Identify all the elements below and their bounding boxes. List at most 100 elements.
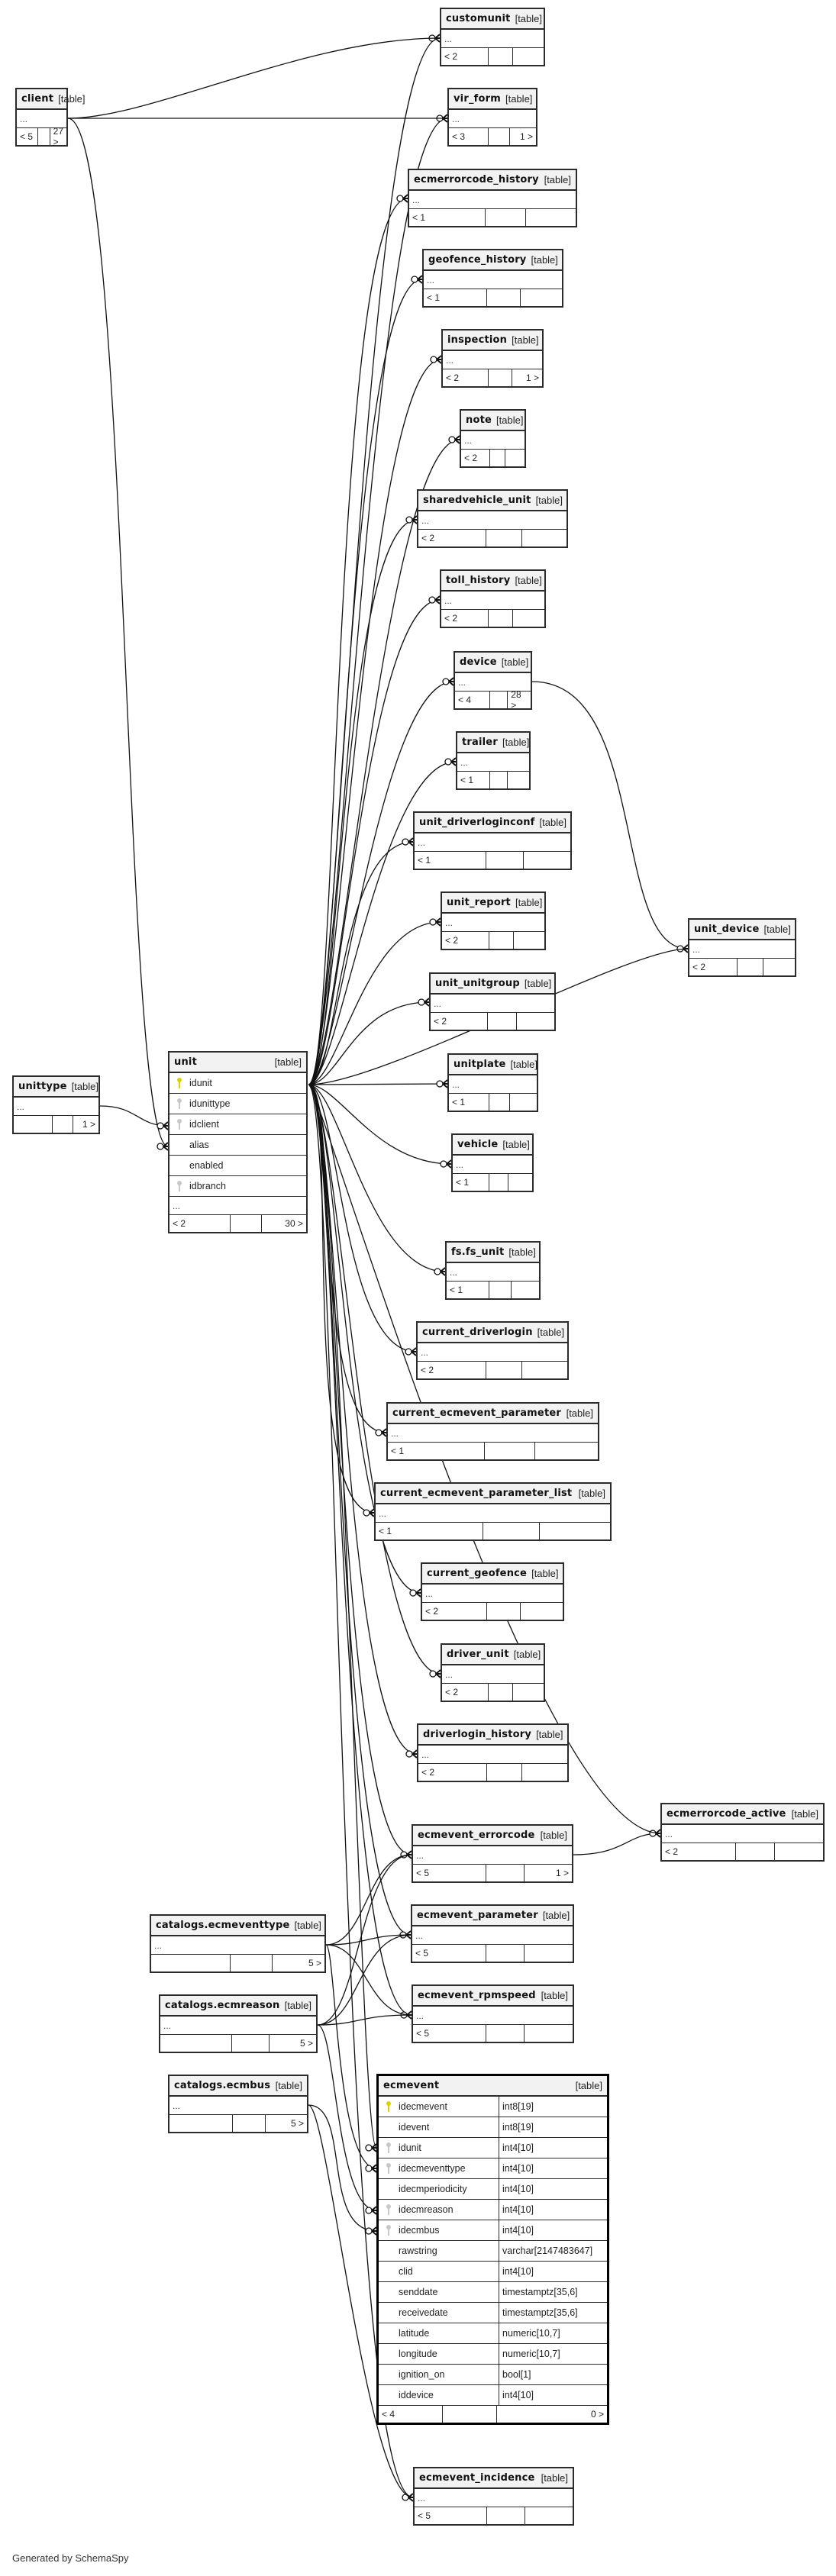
column-row[interactable]: idclient bbox=[169, 1114, 306, 1135]
column-row[interactable]: idbranch bbox=[169, 1176, 306, 1197]
children-count[interactable]: 5 > bbox=[290, 2118, 304, 2129]
table-unitplate[interactable]: unitplate[table]...< 1 bbox=[447, 1053, 538, 1112]
children-count[interactable]: 27 > bbox=[53, 126, 63, 147]
table-trailer[interactable]: trailer[table]...< 1 bbox=[456, 731, 531, 790]
table-catalogs-ecmbus[interactable]: catalogs.ecmbus[table]...5 > bbox=[168, 2075, 308, 2133]
parents-count[interactable]: < 2 bbox=[441, 48, 489, 65]
parents-count[interactable] bbox=[14, 1116, 53, 1133]
children-count[interactable] bbox=[513, 610, 544, 627]
parents-count[interactable]: < 5 bbox=[413, 2025, 487, 2042]
parents-count[interactable]: < 2 bbox=[442, 932, 489, 949]
parents-count[interactable]: < 1 bbox=[457, 772, 491, 788]
children-count[interactable]: 5 > bbox=[308, 1958, 321, 1968]
parents-count[interactable]: < 5 bbox=[17, 128, 39, 145]
children-count[interactable]: 5 > bbox=[299, 2038, 313, 2049]
table-catalogs-ecmeventtype[interactable]: catalogs.ecmeventtype[table]...5 > bbox=[150, 1914, 326, 1973]
parents-count[interactable]: < 4 bbox=[379, 2406, 443, 2423]
parents-count[interactable]: < 2 bbox=[418, 1764, 487, 1781]
parents-count[interactable]: < 2 bbox=[418, 1362, 487, 1378]
children-count[interactable] bbox=[775, 1843, 823, 1860]
column-row[interactable]: enabled bbox=[169, 1156, 306, 1176]
table-ecmerrorcode-history[interactable]: ecmerrorcode_history[table]...< 1 bbox=[408, 169, 577, 227]
parents-count[interactable]: < 2 bbox=[441, 610, 489, 627]
children-count[interactable] bbox=[522, 530, 566, 546]
children-count[interactable] bbox=[525, 2025, 573, 2042]
children-count[interactable]: 1 > bbox=[519, 131, 533, 142]
table-ecmerrorcode-active[interactable]: ecmerrorcode_active[table]...< 2 bbox=[660, 1803, 825, 1862]
children-count[interactable]: 1 > bbox=[82, 1119, 95, 1130]
parents-count[interactable]: < 2 bbox=[442, 1684, 489, 1701]
table-unit-unitgroup[interactable]: unit_unitgroup[table]...< 2 bbox=[429, 972, 556, 1031]
table-unit-report[interactable]: unit_report[table]...< 2 bbox=[441, 891, 546, 950]
children-count[interactable]: 1 > bbox=[525, 372, 539, 383]
children-count[interactable] bbox=[513, 48, 544, 65]
children-count[interactable] bbox=[505, 450, 525, 466]
children-count[interactable] bbox=[517, 1013, 554, 1030]
parents-count[interactable]: < 2 bbox=[431, 1013, 488, 1030]
parents-count[interactable]: < 1 bbox=[415, 852, 486, 869]
children-count[interactable] bbox=[763, 959, 795, 975]
table-unit-driverloginconf[interactable]: unit_driverloginconf[table]...< 1 bbox=[413, 811, 572, 870]
table-toll-history[interactable]: toll_history[table]...< 2 bbox=[440, 569, 546, 628]
parents-count[interactable] bbox=[169, 2115, 233, 2132]
parents-count[interactable]: < 2 bbox=[443, 369, 489, 386]
children-count[interactable] bbox=[513, 1684, 544, 1701]
children-count[interactable] bbox=[522, 1362, 567, 1378]
table-unit-device[interactable]: unit_device[table]...< 2 bbox=[688, 918, 796, 977]
parents-count[interactable]: < 5 bbox=[413, 1865, 486, 1881]
children-count[interactable] bbox=[510, 1094, 537, 1111]
parents-count[interactable]: < 2 bbox=[418, 530, 487, 546]
children-count[interactable] bbox=[525, 1945, 573, 1962]
table-driver-unit[interactable]: driver_unit[table]...< 2 bbox=[441, 1643, 545, 1702]
table-current-ecmevent-parameter[interactable]: current_ecmevent_parameter[table]...< 1 bbox=[386, 1402, 599, 1461]
table-ecmevent-rpmspeed[interactable]: ecmevent_rpmspeed[table]...< 5 bbox=[412, 1984, 574, 2043]
children-count[interactable]: 1 > bbox=[555, 1868, 569, 1878]
table-customunit[interactable]: customunit[table]...< 2 bbox=[440, 8, 545, 66]
column-row[interactable]: idunittype bbox=[169, 1094, 306, 1114]
children-count[interactable] bbox=[524, 852, 570, 869]
table-current-ecmevent-parameter-list[interactable]: current_ecmevent_parameter_list[table]..… bbox=[374, 1482, 612, 1541]
children-count[interactable] bbox=[526, 209, 576, 226]
children-count[interactable]: 0 > bbox=[590, 2409, 604, 2420]
parents-count[interactable]: < 1 bbox=[388, 1443, 485, 1459]
children-count[interactable] bbox=[535, 1443, 599, 1459]
parents-count[interactable] bbox=[151, 1955, 231, 1971]
children-count[interactable] bbox=[508, 772, 529, 788]
children-count[interactable] bbox=[514, 932, 544, 949]
column-row[interactable]: alias bbox=[169, 1135, 306, 1156]
parents-count[interactable]: < 5 bbox=[415, 2507, 488, 2524]
table-vehicle[interactable]: vehicle[table]...< 1 bbox=[451, 1133, 534, 1192]
table-ecmevent-parameter[interactable]: ecmevent_parameter[table]...< 5 bbox=[411, 1904, 574, 1963]
parents-count[interactable]: < 1 bbox=[376, 1523, 484, 1539]
table-unittype[interactable]: unittype[table]...1 > bbox=[12, 1075, 100, 1134]
parents-count[interactable]: < 1 bbox=[449, 1094, 489, 1111]
children-count[interactable]: 30 > bbox=[285, 1218, 303, 1229]
parents-count[interactable]: < 4 bbox=[455, 692, 490, 708]
parents-count[interactable]: < 5 bbox=[412, 1945, 486, 1962]
table-catalogs-ecmreason[interactable]: catalogs.ecmreason[table]...5 > bbox=[159, 1994, 318, 2053]
children-count[interactable] bbox=[521, 1603, 563, 1620]
parents-count[interactable]: < 2 bbox=[422, 1603, 487, 1620]
parents-count[interactable]: < 1 bbox=[447, 1282, 489, 1298]
children-count[interactable] bbox=[521, 289, 562, 306]
children-count[interactable] bbox=[508, 1174, 532, 1191]
column-row[interactable]: idunit bbox=[169, 1073, 306, 1094]
table-sharedvehicle-unit[interactable]: sharedvehicle_unit[table]...< 2 bbox=[417, 489, 568, 548]
parents-count[interactable]: < 3 bbox=[449, 128, 489, 145]
table-geofence-history[interactable]: geofence_history[table]...< 1 bbox=[422, 249, 563, 308]
parents-count[interactable]: < 2 bbox=[662, 1843, 737, 1860]
children-count[interactable] bbox=[512, 1282, 539, 1298]
table-driverlogin-history[interactable]: driverlogin_history[table]...< 2 bbox=[417, 1723, 569, 1782]
